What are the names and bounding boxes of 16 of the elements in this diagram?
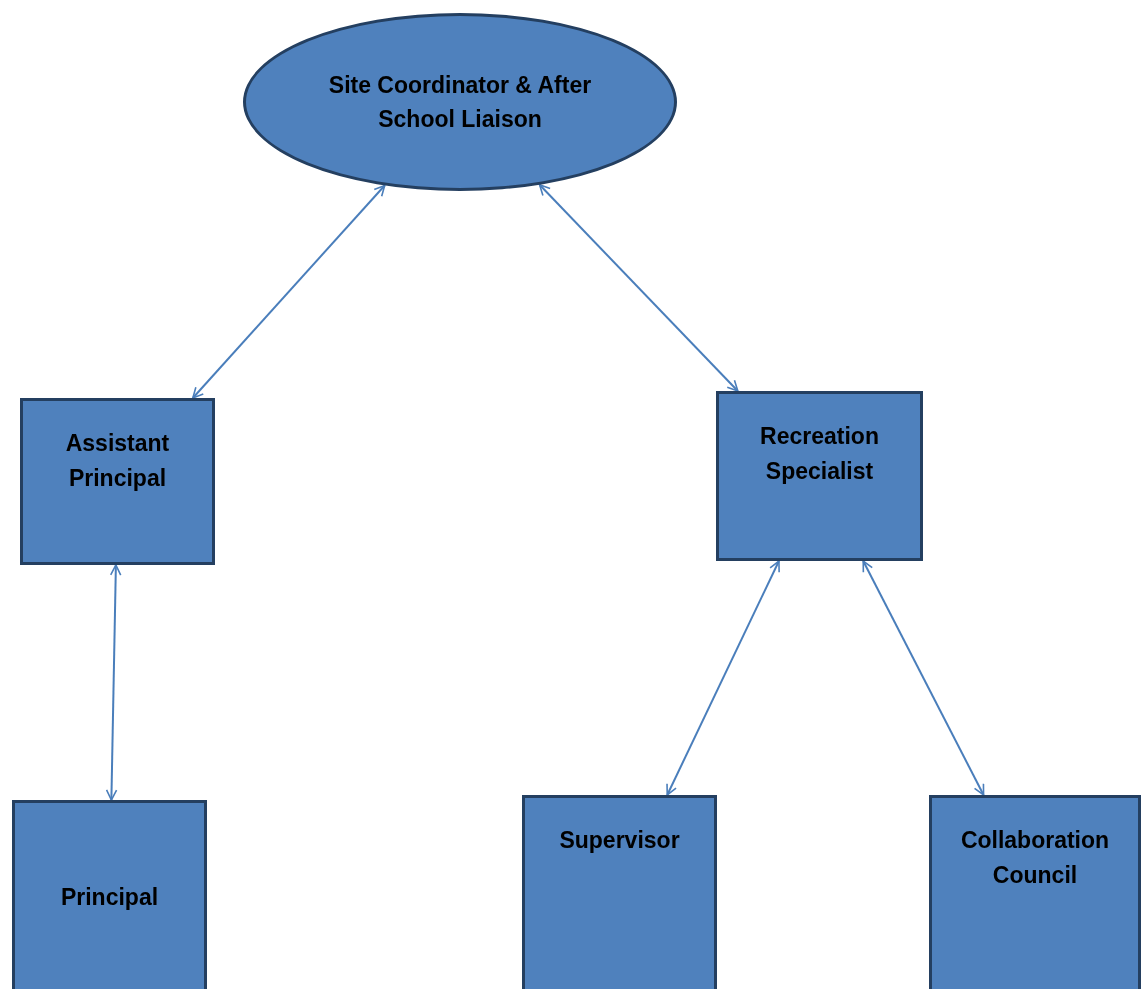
double-arrow [666,560,780,796]
double-arrow [191,184,386,399]
role-box [716,391,923,561]
role-label: Assistant Principal [64,429,171,493]
role-label: Principal [60,883,159,913]
role-label: Site Coordinator & After School Liaison [327,70,593,134]
double-arrow [862,560,985,796]
role-box [12,800,207,989]
role-box [20,398,215,565]
double-arrow [538,183,739,392]
role-label: Collaboration Council [959,826,1111,890]
role-box [929,795,1141,989]
role-box [522,795,717,989]
double-arrow [105,564,122,801]
role-label: Supervisor [559,826,680,855]
role-label: Recreation Specialist [759,422,880,486]
